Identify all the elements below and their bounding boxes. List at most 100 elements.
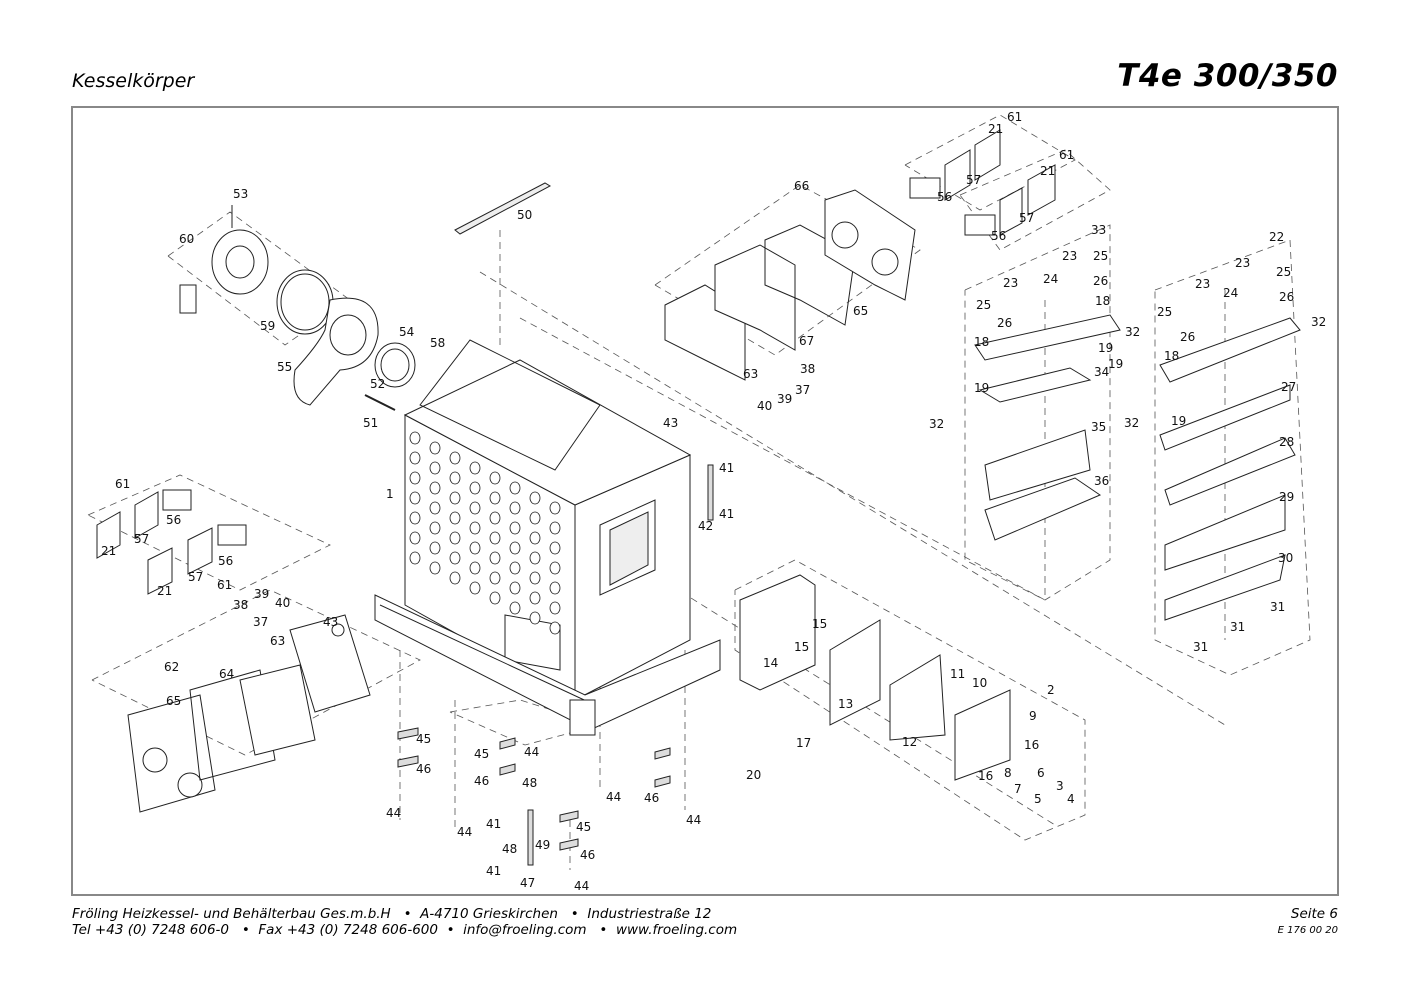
boiler-hole [489,551,501,565]
callout-label: 43 [323,615,338,629]
callout-label: 23 [1062,249,1077,263]
callout-label: 27 [1281,380,1296,394]
callout-label: 41 [719,507,734,521]
door-assembly [739,574,1011,781]
boiler-hole [529,611,541,625]
callout-label: 65 [166,694,181,708]
callout-label: 43 [663,416,678,430]
callout-label: 32 [929,417,944,431]
callout-label: 39 [254,587,269,601]
callout-label: 40 [275,596,290,610]
section-title: Kesselkörper [72,70,195,92]
callout-label: 57 [966,173,981,187]
callout-label: 24 [1043,272,1058,286]
boiler-hole [449,551,461,565]
callout-label: 31 [1230,620,1245,634]
boiler-hole [469,561,481,575]
callout-label: 53 [233,187,248,201]
callout-label: 21 [101,544,116,558]
callout-label: 11 [950,667,965,681]
boiler-hole [469,481,481,495]
callout-label: 8 [1004,766,1012,780]
boiler-hole [429,441,441,455]
callout-label: 19 [974,381,989,395]
callout-label: 45 [416,732,431,746]
callout-label: 18 [1095,294,1110,308]
boiler-hole [469,521,481,535]
boiler-hole [549,541,561,555]
callout-label: 56 [937,190,952,204]
boiler-hole [429,501,441,515]
boiler-hole [409,431,421,445]
fan-assembly [179,205,416,411]
callout-label: 67 [799,334,814,348]
boiler-hole [429,521,441,535]
boiler-hole [449,571,461,585]
callout-label: 12 [902,735,917,749]
document-number: E 176 00 20 [1277,925,1338,936]
callout-label: 51 [363,416,378,430]
callout-label: 54 [399,325,414,339]
diagram-frame [71,106,1339,896]
callout-label: 16 [978,769,993,783]
callout-label: 45 [576,820,591,834]
callout-label: 32 [1125,325,1140,339]
callout-label: 10 [972,676,987,690]
callout-label: 34 [1094,365,1109,379]
callout-label: 57 [1019,211,1034,225]
boiler-hole [549,581,561,595]
boiler-hole [529,571,541,585]
feet-brackets [397,464,714,866]
callout-label: 23 [1235,256,1250,270]
callout-label: 17 [796,736,811,750]
boiler-hole [409,491,421,505]
callout-label: 30 [1278,551,1293,565]
callout-label: 45 [474,747,489,761]
callout-label: 61 [115,477,130,491]
callout-label: 46 [644,791,659,805]
boiler-hole [469,581,481,595]
boiler-hole [529,591,541,605]
callout-label: 18 [974,335,989,349]
callout-label: 5 [1034,792,1042,806]
boiler-hole [409,451,421,465]
callout-label: 59 [260,319,275,333]
callout-label: 31 [1270,600,1285,614]
callout-label: 56 [218,554,233,568]
callout-label: 52 [370,377,385,391]
callout-label: 44 [457,825,472,839]
callout-label: 21 [1040,164,1055,178]
callout-label: 15 [812,617,827,631]
boiler-hole [469,461,481,475]
callout-label: 44 [524,745,539,759]
callout-label: 48 [502,842,517,856]
callout-label: 21 [157,584,172,598]
callout-label: 60 [179,232,194,246]
boiler-hole [429,481,441,495]
callout-label: 63 [270,634,285,648]
boiler-hole [489,571,501,585]
callout-label: 6 [1037,766,1045,780]
callout-label: 44 [574,879,589,893]
callout-label: 38 [233,598,248,612]
boiler-hole [509,541,521,555]
boiler-hole [449,531,461,545]
callout-label: 42 [698,519,713,533]
boiler-hole [549,621,561,635]
callout-label: 56 [991,229,1006,243]
callout-label: 47 [520,876,535,890]
callout-label: 41 [486,817,501,831]
boiler-hole [469,501,481,515]
boiler-hole [509,501,521,515]
callout-label: 40 [757,399,772,413]
callout-label: 28 [1279,435,1294,449]
boiler-hole [549,501,561,515]
callout-label: 57 [188,570,203,584]
boiler-hole [489,511,501,525]
callout-label: 3 [1056,779,1064,793]
callout-label: 18 [1164,349,1179,363]
boiler-hole [469,541,481,555]
callout-label: 61 [1059,148,1074,162]
